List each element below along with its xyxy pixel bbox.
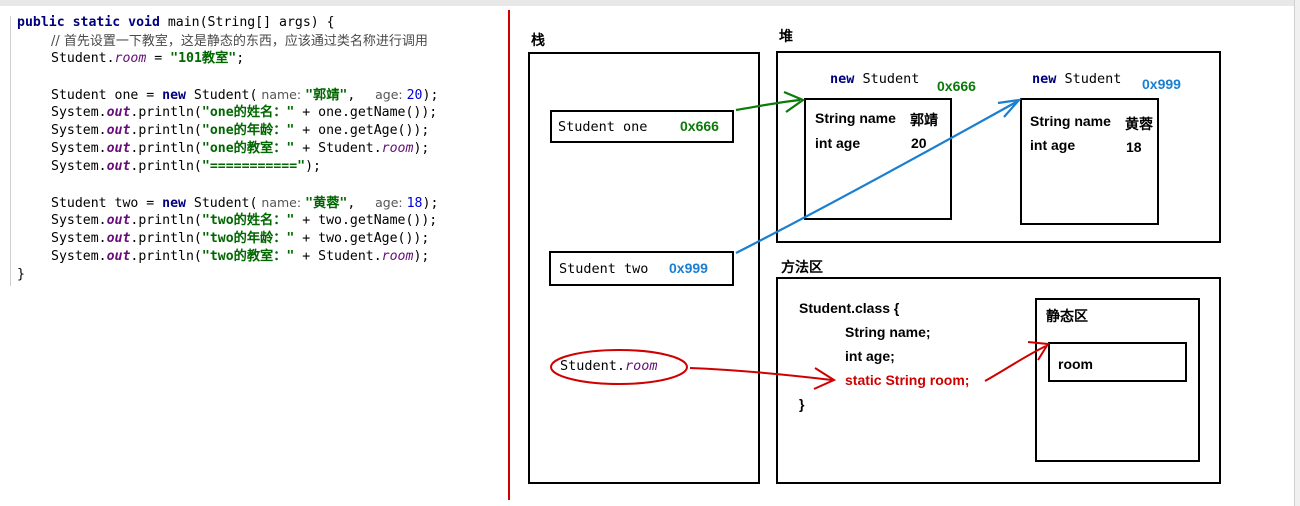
code-line-1: public static void main(String[] args) { [17,15,335,30]
code-editor[interactable]: public static void main(String[] args) {… [0,6,508,506]
heap-obj2-header: new Student [1032,71,1122,87]
code-line-6: System.out.println("one的姓名：" + one.getNa… [51,105,438,120]
static-area-label: 静态区 [1046,308,1088,324]
obj1-name-field: String name [815,110,896,126]
obj2-name-value: 黄蓉 [1125,116,1153,132]
code-line-11: Student two = new Student( name: "黄蓉", a… [51,195,439,211]
code-line-9: System.out.println("==========="); [51,159,321,174]
red-divider-line [508,10,510,500]
code-line-12: System.out.println("two的姓名：" + two.getNa… [51,213,438,228]
code-closing-brace: } [17,267,25,282]
heap-obj2-address: 0x999 [1142,76,1181,92]
stack-static-ref: Student.room [560,358,658,374]
static-room-label: room [1058,356,1093,372]
heap-label: 堆 [779,28,793,44]
class-closing-brace: } [799,396,805,412]
code-line-13: System.out.println("two的年龄：" + two.getAg… [51,231,430,246]
class-field-static-room: static String room; [845,372,970,388]
heap-object-two: String name 黄蓉 int age 18 [1020,98,1159,225]
class-declaration: Student.class { [799,300,900,316]
obj2-name-field: String name [1030,113,1111,129]
stack-label: 栈 [531,32,545,48]
code-line-3: Student.room = "101教室"; [51,51,245,66]
class-field-name: String name; [845,324,931,340]
stack-var-one: Student one 0x666 [550,110,734,143]
code-gutter-line [10,16,11,286]
code-comment-line: // 首先设置一下教室，这是静态的东西，应该通过类名称进行调用 [51,34,428,49]
class-field-age: int age; [845,348,895,364]
stack-var-two-label: Student two [559,261,649,277]
obj2-age-value: 18 [1126,139,1142,155]
obj1-age-field: int age [815,135,861,151]
window-top-edge [0,0,1300,6]
code-line-7: System.out.println("one的年龄：" + one.getAg… [51,123,430,138]
obj1-name-value: 郭靖 [910,112,938,128]
heap-obj1-header: new Student [830,71,920,87]
heap-obj1-address: 0x666 [937,78,976,94]
stack-var-two-address: 0x999 [669,260,708,276]
code-line-14: System.out.println("two的教室：" + Student.r… [51,249,430,264]
method-area-label: 方法区 [781,259,823,275]
stack-var-two: Student two 0x999 [549,251,734,286]
stack-var-one-address: 0x666 [680,118,719,134]
stack-region [528,52,760,484]
window-right-edge [1294,0,1300,506]
code-line-8: System.out.println("one的教室：" + Student.r… [51,141,430,156]
heap-object-one: String name 郭靖 int age 20 [804,98,952,220]
static-room-box: room [1048,342,1187,382]
obj1-age-value: 20 [911,135,927,151]
obj2-age-field: int age [1030,137,1076,153]
code-line-5: Student one = new Student( name: "郭靖", a… [51,87,439,103]
stack-var-one-label: Student one [558,119,648,135]
